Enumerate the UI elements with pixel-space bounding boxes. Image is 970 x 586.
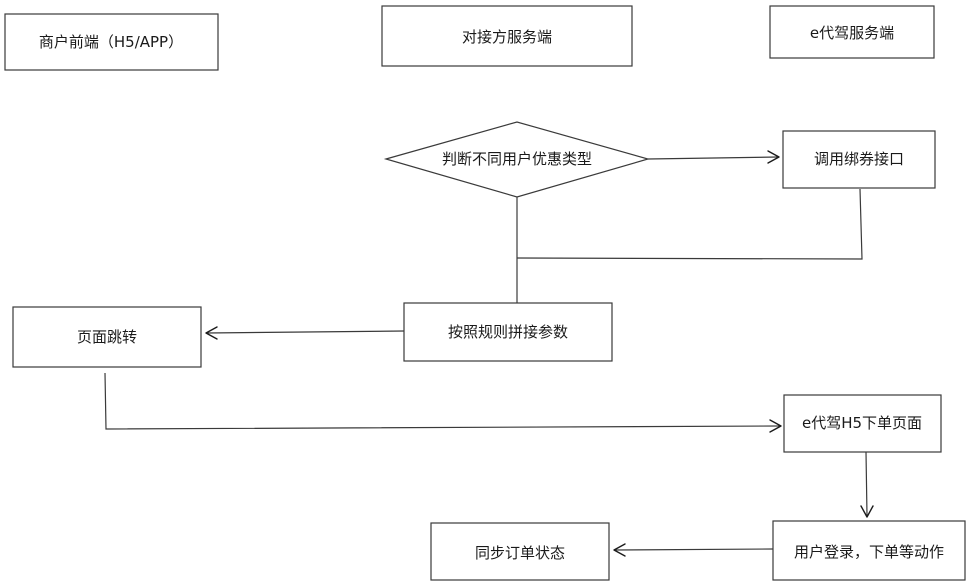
lane-merchant-frontend: 商户前端（H5/APP） — [4, 13, 219, 71]
connector-redirect-to-h5-page — [104, 372, 782, 433]
connector-decision-to-bind-api — [647, 150, 780, 164]
node-edaijia-h5-order-page-label: e代驾H5下单页面 — [802, 414, 922, 432]
node-assemble-params: 按照规则拼接参数 — [403, 302, 613, 362]
arrow-head-icon — [767, 150, 780, 164]
decision-judge-coupon-type: 判断不同用户优惠类型 — [383, 121, 651, 198]
node-call-bind-coupon-api: 调用绑券接口 — [782, 130, 936, 189]
connector-bind-api-return — [516, 188, 863, 260]
lane-edaijia-server: e代驾服务端 — [769, 5, 935, 59]
node-page-redirect: 页面跳转 — [12, 306, 202, 368]
lane-merchant-frontend-label: 商户前端（H5/APP） — [39, 33, 183, 51]
arrow-head-icon — [860, 505, 874, 518]
arrow-head-icon — [205, 326, 218, 340]
node-sync-order-status-label: 同步订单状态 — [475, 544, 565, 562]
lane-partner-server-label: 对接方服务端 — [462, 28, 552, 46]
node-user-login-order: 用户登录，下单等动作 — [772, 520, 966, 581]
node-edaijia-h5-order-page: e代驾H5下单页面 — [783, 394, 942, 453]
node-sync-order-status: 同步订单状态 — [430, 522, 610, 581]
arrow-head-icon — [769, 419, 782, 433]
node-user-login-order-label: 用户登录，下单等动作 — [794, 543, 944, 561]
node-page-redirect-label: 页面跳转 — [77, 328, 137, 346]
node-call-bind-coupon-api-label: 调用绑券接口 — [814, 150, 904, 168]
connector-assemble-to-redirect — [205, 326, 405, 340]
connector-h5-page-to-login — [860, 451, 874, 518]
connector-login-to-sync — [613, 543, 774, 557]
lane-edaijia-server-label: e代驾服务端 — [810, 24, 894, 42]
lane-partner-server: 对接方服务端 — [381, 5, 633, 67]
node-assemble-params-label: 按照规则拼接参数 — [448, 323, 568, 341]
decision-judge-coupon-type-label: 判断不同用户优惠类型 — [442, 150, 592, 168]
arrow-head-icon — [613, 543, 626, 557]
